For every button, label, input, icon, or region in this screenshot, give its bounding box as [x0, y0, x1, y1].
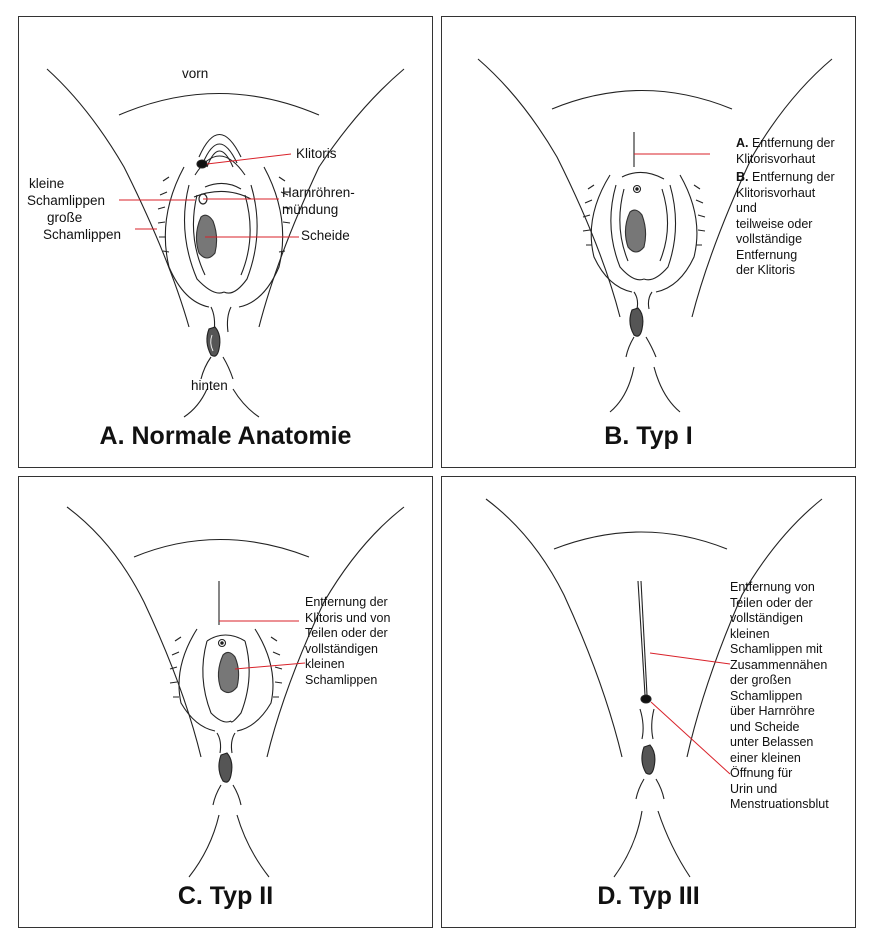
panel-title-c: C. Typ II [177, 882, 274, 910]
note-b-item-a: A. Entfernung der Klitorisvorhaut [736, 136, 835, 167]
note-b-b-line: und [736, 201, 757, 215]
note-d-line: Öffnung für [730, 766, 793, 780]
note-b-b-line: teilweise oder [736, 216, 813, 231]
panel-b-type-1: A. Entfernung der Klitorisvorhaut B. Ent… [441, 16, 856, 468]
panel-a-normal-anatomy: vorn hinten Klitoris Harnröhren- mündung… [18, 16, 433, 468]
anatomy-drawing-d [485, 498, 823, 878]
note-d-line: Teilen oder der [730, 595, 813, 610]
anatomy-drawing-c [66, 506, 405, 878]
note-d-line: Menstruationsblut [730, 797, 829, 811]
label-vorn: vorn [182, 66, 209, 81]
note-d-line: vollständigen [730, 611, 803, 625]
note-d-line: Schamlippen [730, 688, 803, 703]
label-harnroehre-2: mündung [282, 202, 339, 217]
note-c-line: Entfernung der [305, 595, 388, 609]
note-d-line: der großen [730, 673, 792, 687]
note-d-line: Zusammennähen [730, 657, 828, 672]
note-c-line: Schamlippen [305, 672, 378, 687]
label-klitoris: Klitoris [296, 146, 337, 161]
panel-title-d: D. Typ III [597, 882, 700, 910]
note-b-item-b: B. Entfernung der Klitorisvorhaut und te… [736, 170, 835, 279]
panel-title-a: A. Normale Anatomie [99, 422, 352, 450]
note-b-b-line1: Entfernung der [748, 170, 835, 184]
label-kleine-1: kleine [29, 176, 65, 191]
note-b-b-line: der Klitoris [736, 263, 796, 277]
label-harnroehre-1: Harnröhren- [282, 185, 355, 200]
label-grosse-1: große [47, 210, 83, 225]
note-c-line: Teilen oder der [305, 626, 388, 640]
marker-b: B. [736, 170, 749, 184]
note-d-line: Entfernung von [730, 580, 815, 594]
note-d-line: einer kleinen [730, 750, 801, 765]
note-d-line: unter Belassen [730, 735, 814, 749]
label-kleine-2: Schamlippen [27, 193, 106, 208]
note-c-line: vollständigen [305, 641, 378, 656]
note-d-line: über Harnröhre [730, 704, 815, 718]
label-scheide: Scheide [301, 228, 350, 243]
note-d-line: Schamlippen mit [730, 642, 823, 656]
panel-title-b: B. Typ I [604, 422, 693, 450]
panel-c-type-2: Entfernung der Klitoris und von Teilen o… [18, 476, 433, 928]
note-c-line: kleinen [305, 657, 345, 671]
note-c: Entfernung der Klitoris und von Teilen o… [305, 595, 390, 688]
note-b-a-line1: Entfernung der [748, 136, 835, 150]
note-d-line: und Scheide [730, 719, 800, 734]
note-b-b-line: vollständige [736, 232, 803, 246]
note-b-b-line: Entfernung [736, 247, 798, 262]
note-b-b-line: Klitorisvorhaut [736, 185, 816, 200]
label-hinten: hinten [191, 378, 228, 393]
anatomy-drawing-a [46, 68, 405, 418]
anatomy-drawing-b [477, 58, 833, 413]
note-d: Entfernung von Teilen oder der vollständ… [730, 580, 829, 813]
note-d-line: Urin und [730, 781, 778, 796]
label-grosse-2: Schamlippen [43, 227, 122, 242]
panel-d-type-3: Entfernung von Teilen oder der vollständ… [441, 476, 856, 928]
note-b-a-line2: Klitorisvorhaut [736, 151, 816, 166]
marker-a: A. [736, 136, 749, 150]
note-c-line: Klitoris und von [305, 610, 391, 625]
note-d-line: kleinen [730, 626, 770, 641]
